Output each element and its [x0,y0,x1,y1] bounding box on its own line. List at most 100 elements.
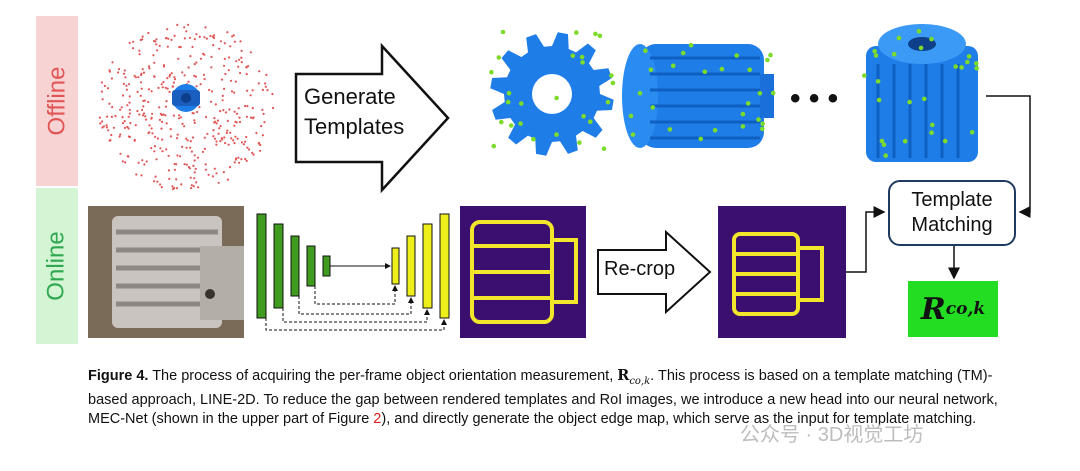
edge-point [942,138,948,144]
viewpoint-dot [171,85,175,88]
viewpoint-dot [248,148,251,151]
viewpoint-dot [223,42,226,45]
viewpoint-dot [257,82,260,85]
viewpoint-dot [183,74,186,77]
edge-point [648,67,654,73]
viewpoint-dot [237,107,240,110]
viewpoint-dot [231,35,234,38]
viewpoint-dot [103,84,106,88]
viewpoint-dot [233,161,236,164]
viewpoint-dot [166,45,169,48]
viewpoint-dot [189,176,192,179]
edge-point [922,96,927,102]
viewpoint-dot [121,116,124,119]
viewpoint-dot [183,37,186,40]
viewpoint-dot [98,116,101,119]
viewpoint-dot [249,51,252,54]
edge-point [597,33,603,39]
edge-point [862,73,867,78]
viewpoint-dot [118,135,121,138]
viewpoint-dot [128,108,131,111]
viewpoint-dot [261,108,264,111]
viewpoint-dot [215,122,218,125]
edge-point [929,130,934,135]
edge-point [747,67,752,73]
viewpoint-dot [240,141,243,144]
edge-point [876,97,882,103]
viewpoint-dot [220,78,224,81]
viewpoint-dot [150,147,153,150]
viewpoint-dot [249,94,252,97]
viewpoint-dot [233,142,236,145]
edge-point [688,42,694,48]
viewpoint-dot [238,161,241,164]
viewpoint-dot [255,131,258,135]
rotation-symbol: R [920,291,946,327]
viewpoint-dot [172,81,175,84]
viewpoint-dot [110,115,113,118]
edge-point [581,114,586,119]
viewpoint-dot [271,106,275,110]
edge-point [508,123,514,128]
viewpoint-dot [140,87,143,90]
edge-point [588,119,593,124]
viewpoint-dot [245,135,248,139]
viewpoint-dot [181,71,184,74]
viewpoint-dot [239,40,242,43]
viewpoint-dot [212,135,215,138]
viewpoint-dot [236,137,239,140]
viewpoint-dot [126,104,129,107]
viewpoint-dot [129,122,132,125]
viewpoint-dot [262,112,265,115]
viewpoint-dot [141,35,144,38]
viewpoint-dot [261,88,264,92]
edge-point [554,95,559,101]
figure-ref-link[interactable]: 2 [373,410,382,427]
viewpoint-dot [189,55,192,58]
viewpoint-dot [153,40,156,43]
viewpoint-dot [211,175,214,178]
viewpoint-dot [222,109,225,112]
viewpoint-dot [246,89,249,92]
viewpoint-dot [165,100,168,103]
viewpoint-dot [196,156,200,159]
viewpoint-dot [191,45,194,49]
viewpoint-dot [176,154,179,157]
viewpoint-dot [158,44,161,48]
viewpoint-dot [148,124,151,127]
viewpoint-dot [235,112,239,115]
viewpoint-dot [145,160,148,163]
viewpoint-dot [233,124,236,127]
viewpoint-dot [185,137,188,140]
viewpoint-dot [175,137,179,140]
viewpoint-dot [212,129,215,132]
viewpoint-dot [193,63,196,66]
ellipsis: • • • [790,82,838,115]
edge-point [873,53,879,58]
edge-point [930,122,935,128]
viewpoint-dot [105,124,108,127]
viewpoint-dot [155,43,158,46]
viewpoint-dot [101,98,104,101]
viewpoint-dot [219,124,222,128]
viewpoint-dot [147,65,151,68]
viewpoint-dot [167,169,170,172]
viewpoint-dot [128,101,131,104]
viewpoint-dot [214,120,217,123]
gear-template-3 [866,24,978,162]
mec-net [256,213,450,331]
viewpoint-dot [173,78,177,81]
viewpoint-dot [186,139,189,142]
edge-point [953,64,958,69]
viewpoint-dot [252,153,255,156]
viewpoint-dot [111,61,114,64]
viewpoint-dot [108,102,111,105]
viewpoint-dot [137,76,140,79]
viewpoint-dot [114,114,117,118]
viewpoint-dot [169,128,172,131]
viewpoint-dot [127,115,130,118]
viewpoint-dot [204,26,207,29]
viewpoint-dot [169,135,172,138]
viewpoint-dot [229,131,232,134]
